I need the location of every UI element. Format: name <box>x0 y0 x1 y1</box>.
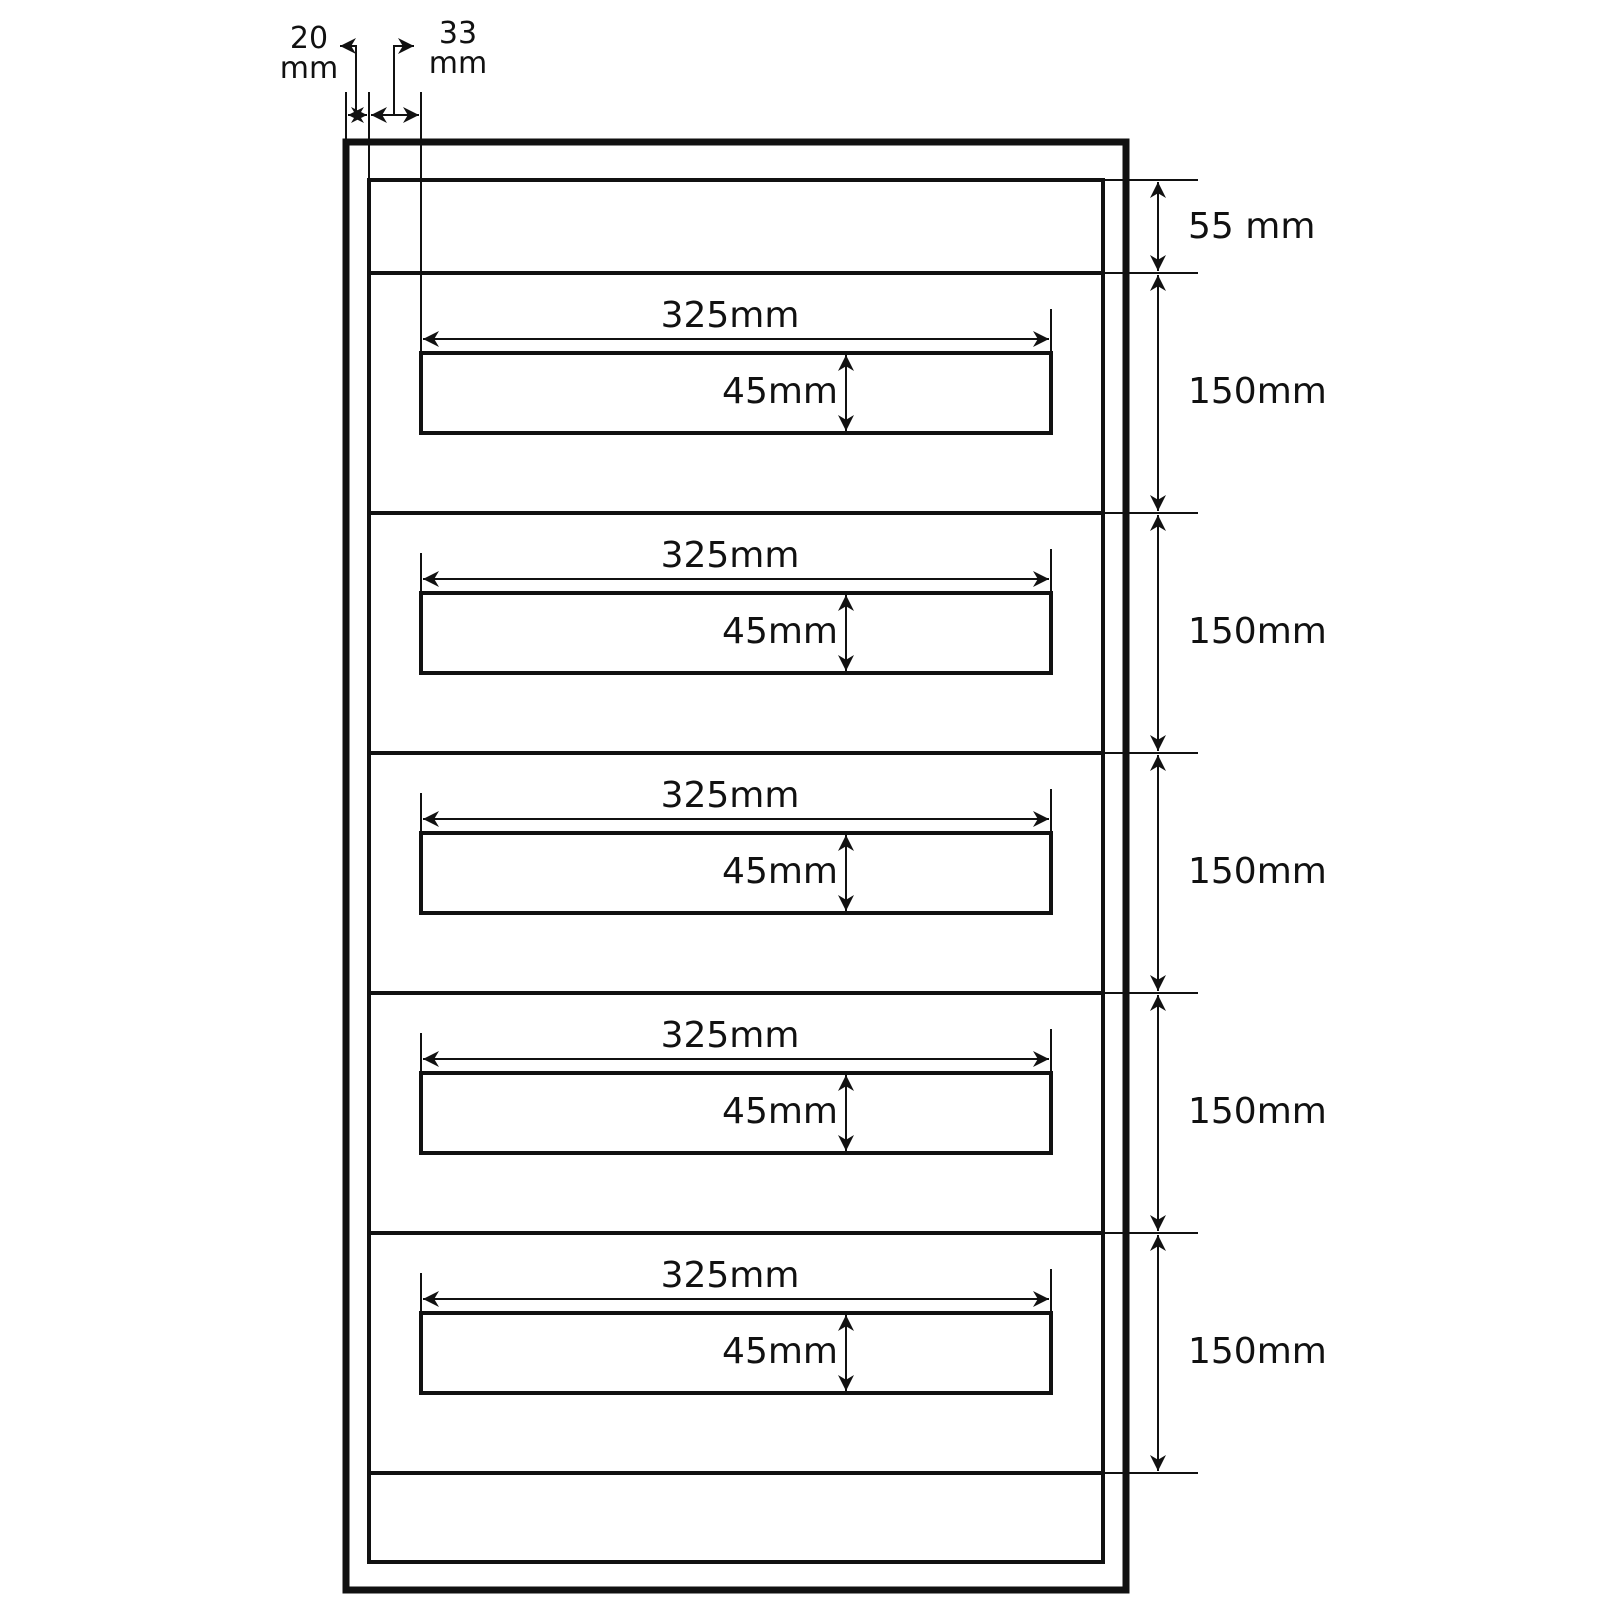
slot-height-label: 45mm <box>722 1091 838 1132</box>
inner-frame <box>367 178 1105 1564</box>
inner-offset-label-unit: mm <box>429 46 487 81</box>
slot-height-label: 45mm <box>722 851 838 892</box>
drawer-handle-slot <box>419 831 1053 915</box>
slot-width-label: 325mm <box>661 775 800 816</box>
slot-width-label: 325mm <box>661 535 800 576</box>
drawers: 150mm 325mm 45mm 150mm 325mm 45mm 150mm 325mm 45… <box>369 271 1327 1475</box>
top-section-height-label: 55 mm <box>1188 206 1315 247</box>
outer-frame <box>342 138 1130 1594</box>
drawer-handle-slot <box>419 351 1053 435</box>
outer-gap-label-value: 20 <box>290 21 328 56</box>
top-section: 55 mm <box>1103 179 1315 274</box>
drawer-height-label: 150mm <box>1188 371 1327 412</box>
drawer-height-label: 150mm <box>1188 851 1327 892</box>
outer-gap-label-unit: mm <box>280 51 338 86</box>
drawer-handle-slot <box>419 1311 1053 1395</box>
slot-height-label: 45mm <box>722 371 838 412</box>
inner-offset-label-value: 33 <box>439 16 477 51</box>
slot-width-label: 325mm <box>661 295 800 336</box>
drawer-height-label: 150mm <box>1188 611 1327 652</box>
drawer-handle-slot <box>419 591 1053 675</box>
slot-width-label: 325mm <box>661 1015 800 1056</box>
drawer-handle-slot <box>419 1071 1053 1155</box>
slot-width-label: 325mm <box>661 1255 800 1296</box>
slot-height-label: 45mm <box>722 611 838 652</box>
margin-dimensions: 20 mm 33 mm <box>280 16 487 352</box>
slot-height-label: 45mm <box>722 1331 838 1372</box>
drawer-height-label: 150mm <box>1188 1331 1327 1372</box>
drawer-height-label: 150mm <box>1188 1091 1327 1132</box>
